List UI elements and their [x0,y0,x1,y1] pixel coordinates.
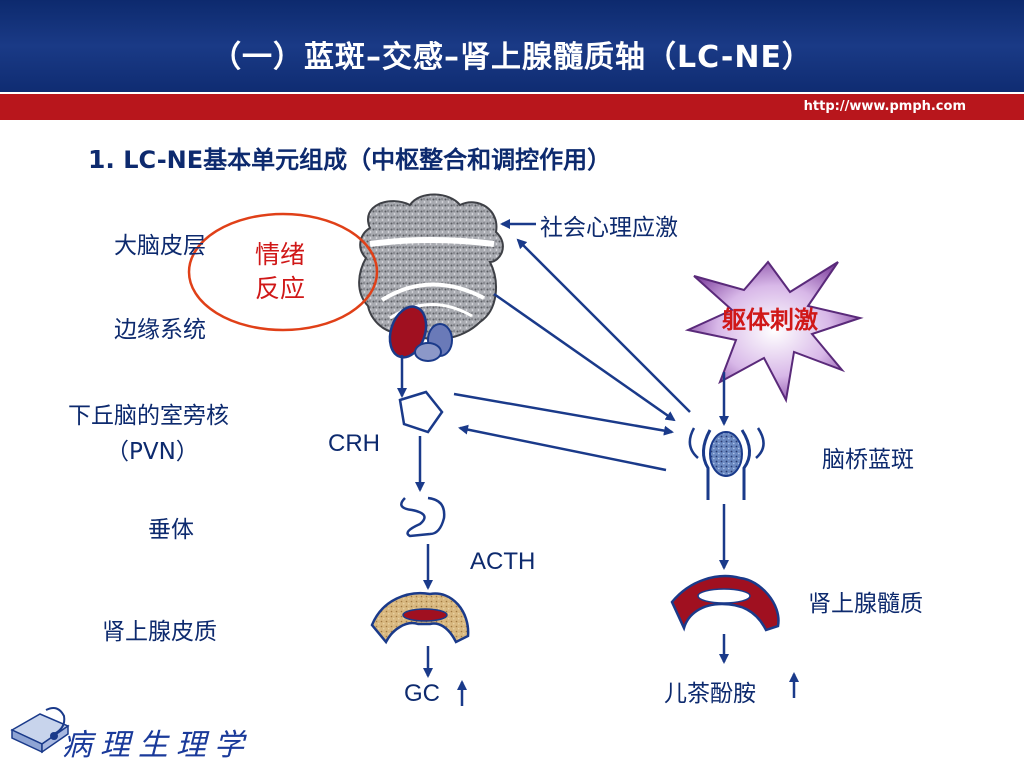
label-limbic-system: 边缘系统 [114,317,206,343]
emotion-line1: 情绪 [254,240,305,269]
label-pvn-abbrev: （PVN） [106,439,199,465]
label-cerebral-cortex: 大脑皮层 [114,233,206,259]
adrenal-medulla-core [697,588,751,604]
book-stethoscope-icon [10,707,70,754]
limbic-region-shape [388,305,428,359]
emotion-circle [187,212,379,332]
course-name: 病理生理学 [62,728,252,763]
section-subtitle: 1. LC-NE基本单元组成（中枢整合和调控作用） [88,140,611,175]
pons-side-lines [688,427,765,459]
arrow-lc-to-brain-upper [516,238,691,413]
emotion-line2: 反应 [254,274,305,303]
brainstem-shape [414,342,442,362]
label-pituitary: 垂体 [148,517,194,543]
label-catecholamine: 儿茶酚胺 [664,681,756,707]
pathway-arrows [397,219,799,706]
label-locus-coeruleus: 脑桥蓝斑 [822,447,914,473]
label-pvn: 下丘脑的室旁核 [68,403,229,429]
label-gc: GC [404,680,440,707]
brain-illustration [358,193,504,362]
brain-fissure [369,237,495,247]
adrenal-core [402,608,448,622]
label-acth: ACTH [470,548,536,575]
publisher-url[interactable]: http://www.pmph.com [803,99,966,114]
arrow-pvn-to-lc [453,392,674,436]
red-bar [0,94,1024,120]
cerebrum-shape [358,193,504,341]
section-text: LC-NE基本单元组成（中枢整合和调控作用） [114,146,612,174]
label-psych-stress: 社会心理应激 [540,215,678,241]
brain-gyrus-line [380,282,485,302]
pituitary-shape [400,496,446,538]
section-number: 1. [88,145,115,174]
somatic-stress-burst [684,260,864,404]
locus-coeruleus-shape [709,431,743,477]
label-adrenal-medulla: 肾上腺髓质 [808,591,923,617]
arrow-brain-to-lc [493,292,676,422]
header-banner [0,0,1024,92]
pvn-shape [398,390,444,434]
arrow-lc-to-pvn [458,424,667,472]
label-crh: CRH [328,430,380,457]
emotion-response-label: 情绪 反应 [240,238,320,306]
slide-title: （一）蓝斑–交感–肾上腺髓质轴（LC-NE） [211,40,813,75]
label-adrenal-cortex: 肾上腺皮质 [102,619,217,645]
label-somatic-stress: 躯体刺激 [722,306,818,334]
pons-outline [702,429,751,500]
